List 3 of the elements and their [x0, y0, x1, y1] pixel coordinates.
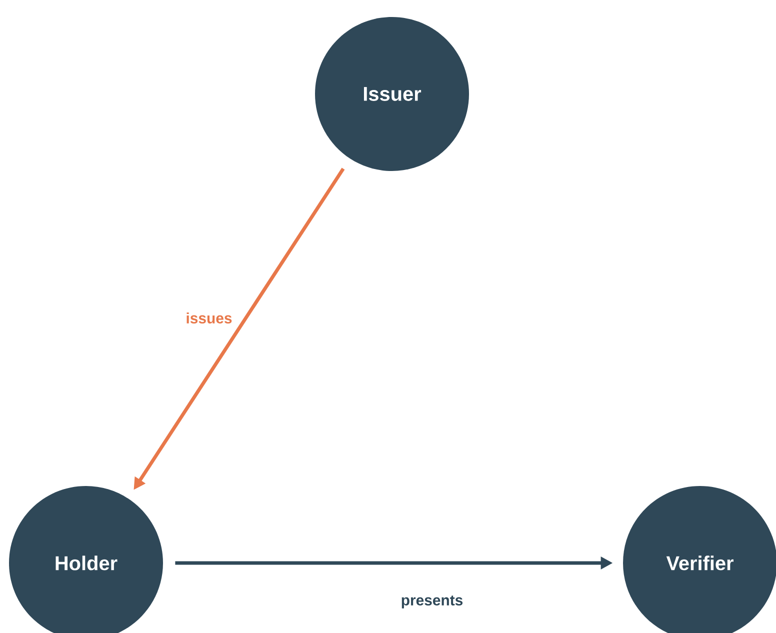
- edge-label: presents: [400, 594, 464, 610]
- edge-label: issues: [184, 312, 234, 324]
- circle-node: Issuer: [315, 17, 469, 171]
